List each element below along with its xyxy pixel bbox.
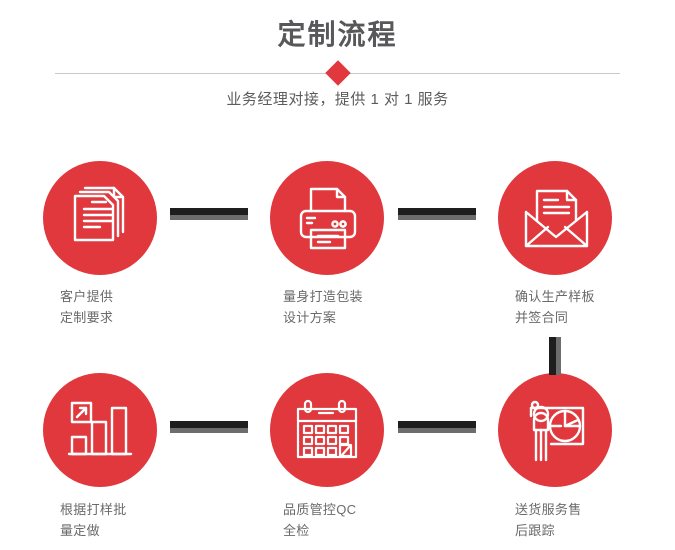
step-5-circle bbox=[270, 373, 384, 487]
connector-shadow bbox=[170, 428, 248, 433]
step-3-circle bbox=[498, 161, 612, 275]
step-3-label: 确认生产样板 并签合同 bbox=[515, 289, 595, 325]
connector-shadow bbox=[556, 337, 561, 375]
step-1-label: 客户提供 定制要求 bbox=[60, 289, 114, 325]
connector-bar bbox=[170, 208, 248, 215]
step-6-label: 送货服务售 后跟踪 bbox=[515, 502, 582, 538]
step-2-label: 量身打造包装 设计方案 bbox=[283, 289, 363, 325]
step-1-circle bbox=[43, 161, 157, 275]
connector-step3-step6 bbox=[549, 337, 561, 375]
step-4-label: 根据打样批 量定做 bbox=[60, 502, 127, 538]
page-subtitle: 业务经理对接，提供 1 对 1 服务 bbox=[226, 91, 449, 108]
step-5-label: 品质管控QC 全检 bbox=[283, 502, 357, 538]
title-divider bbox=[55, 60, 620, 86]
connector-bar bbox=[398, 421, 476, 428]
connector-step5-step6 bbox=[398, 421, 476, 433]
connector-bar bbox=[398, 208, 476, 215]
step-2-circle bbox=[270, 161, 384, 275]
connector-shadow bbox=[170, 215, 248, 220]
connector-shadow bbox=[398, 428, 476, 433]
connector-step4-step5 bbox=[170, 421, 248, 433]
connector-bar bbox=[549, 337, 556, 375]
connector-shadow bbox=[398, 215, 476, 220]
connector-bar bbox=[170, 421, 248, 428]
connector-step2-step3 bbox=[398, 208, 476, 220]
page-title: 定制流程 bbox=[277, 19, 398, 50]
connector-step1-step2 bbox=[170, 208, 248, 220]
page-header: 定制流程 业务经理对接，提供 1 对 1 服务 bbox=[0, 0, 675, 130]
step-4-circle bbox=[43, 373, 157, 487]
step-6-circle bbox=[498, 373, 612, 487]
